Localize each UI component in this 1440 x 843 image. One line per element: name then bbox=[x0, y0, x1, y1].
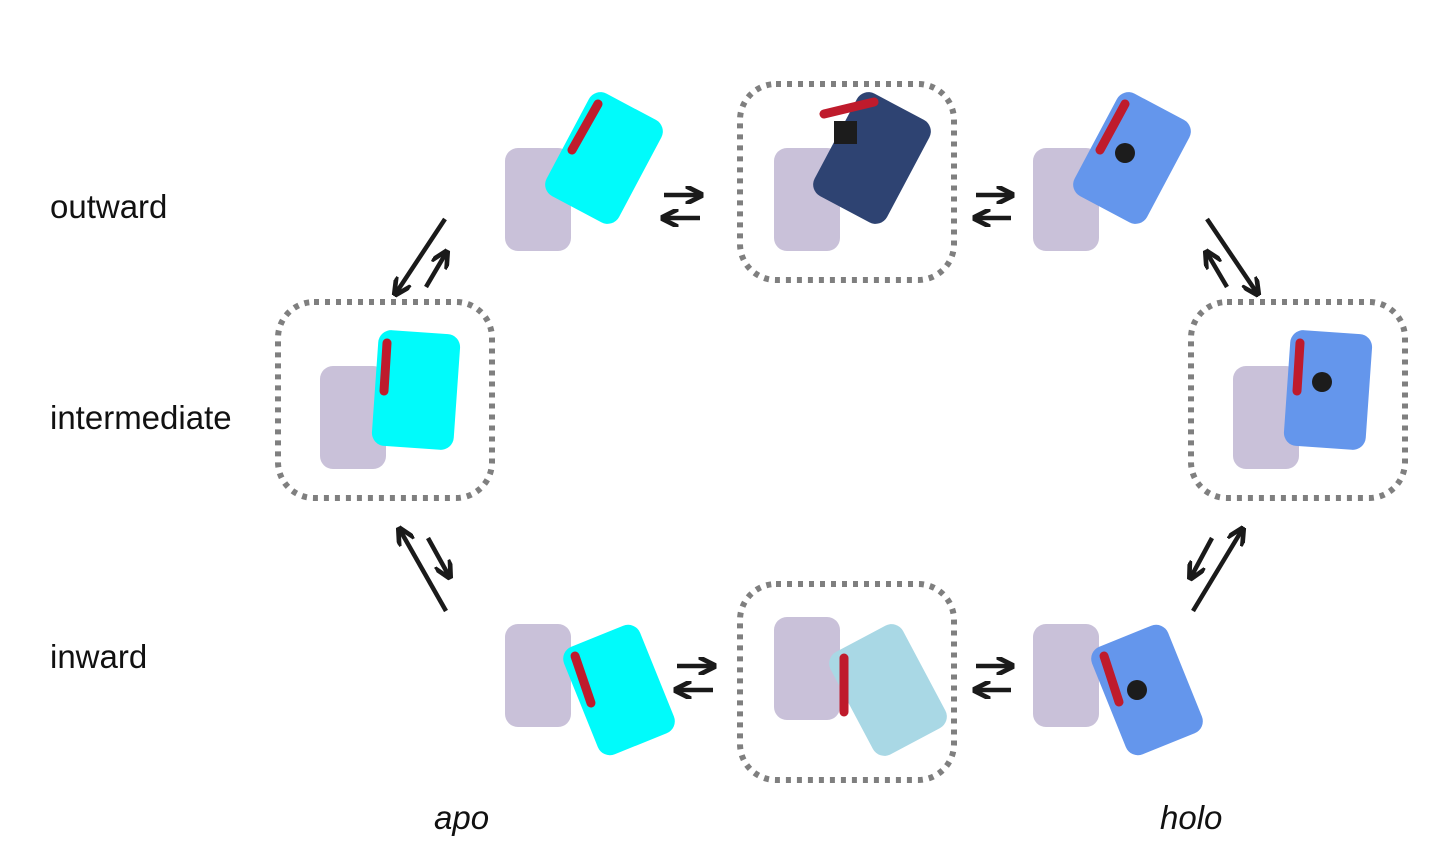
gate-helix bbox=[1099, 651, 1124, 707]
forward-arrow-icon bbox=[1205, 217, 1257, 293]
gate-helix bbox=[819, 97, 879, 119]
highlight-box-outward-occluded bbox=[737, 81, 957, 283]
state-outward-occluded bbox=[774, 92, 931, 251]
forward-arrow-icon bbox=[1191, 530, 1242, 613]
substrate-circle-icon bbox=[1115, 143, 1135, 163]
equilibrium-arrows-intermediate-holo-to-inward-holo bbox=[400, 530, 449, 613]
highlight-box-inward-occluded bbox=[737, 581, 957, 783]
reverse-arrow-icon bbox=[426, 536, 449, 576]
state-inward-holo bbox=[1033, 624, 1203, 756]
scaffold-domain bbox=[505, 624, 571, 727]
transport-domain bbox=[829, 624, 947, 756]
state-inward-occluded bbox=[774, 617, 947, 756]
equilibrium-arrows-intermediate-apo-to-inward-apo bbox=[396, 217, 447, 293]
row-label-intermediate: intermediate bbox=[50, 399, 232, 436]
reverse-arrow-icon bbox=[1191, 536, 1214, 577]
transport-domain bbox=[813, 92, 931, 224]
equilibrium-arrows-inward-occluded-to-inward-holo bbox=[1191, 530, 1242, 613]
transport-domain bbox=[563, 624, 675, 756]
state-intermediate-holo bbox=[1233, 330, 1373, 469]
state-inward-apo bbox=[505, 624, 675, 756]
state-outward-apo bbox=[505, 92, 663, 251]
gate-helix bbox=[1095, 99, 1130, 155]
equilibrium-arrows-outward-apo-to-outward-occluded bbox=[664, 195, 700, 218]
highlight-box-intermediate-holo bbox=[1188, 299, 1408, 501]
gate-helix bbox=[1292, 338, 1305, 396]
row-label-outward: outward bbox=[50, 188, 167, 225]
state-outward-holo bbox=[1033, 92, 1191, 251]
substrate-square-icon bbox=[834, 121, 857, 144]
gate-helix bbox=[570, 651, 596, 708]
substrate-circle-icon bbox=[1312, 372, 1332, 392]
gate-helix bbox=[379, 338, 392, 396]
forward-arrow-icon bbox=[396, 217, 447, 293]
transport-domain bbox=[545, 92, 663, 224]
row-label-inward: inward bbox=[50, 638, 147, 675]
scaffold-domain bbox=[320, 366, 386, 469]
reverse-arrow-icon bbox=[1207, 253, 1229, 289]
reverse-arrow-icon bbox=[424, 253, 446, 289]
scaffold-domain bbox=[774, 617, 840, 720]
scaffold-domain bbox=[1233, 366, 1299, 469]
equilibrium-arrows-outward-apo-to-intermediate-apo bbox=[677, 666, 713, 690]
equilibrium-arrows-outward-holo-to-intermediate-holo bbox=[976, 666, 1011, 690]
scaffold-domain bbox=[1033, 624, 1099, 727]
gate-helix bbox=[567, 99, 603, 155]
transport-domain bbox=[371, 330, 461, 450]
forward-arrow-icon bbox=[400, 530, 448, 613]
highlight-box-intermediate-apo bbox=[275, 299, 495, 501]
equilibrium-arrows-outward-occluded-to-outward-holo bbox=[976, 195, 1011, 218]
column-label-apo: apo bbox=[434, 799, 489, 836]
substrate-circle-icon bbox=[1127, 680, 1147, 700]
state-intermediate-apo bbox=[320, 330, 461, 469]
column-label-holo: holo bbox=[1160, 799, 1222, 836]
equilibrium-arrows-inward-apo-to-inward-occluded bbox=[1205, 217, 1257, 293]
